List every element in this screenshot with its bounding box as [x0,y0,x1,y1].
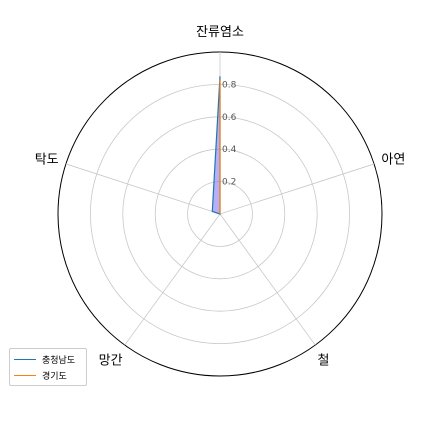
legend-item-1: 충청남도 [14,352,75,366]
tick-label-3: 0.6 [222,113,237,123]
axis-label-1: 잔류염소 [196,25,244,40]
radar-series [211,76,221,215]
legend: 충청남도 경기도 [9,348,87,386]
legend-item-2: 경기도 [14,368,67,382]
tick-label-2: 0.4 [222,145,237,155]
radial-ticks: 0.2 0.4 0.6 0.8 [222,80,237,187]
legend-swatch-1 [14,358,36,360]
legend-swatch-2 [14,374,36,376]
spoke-4 [124,213,221,346]
axis-label-4: 망간 [99,353,123,368]
axis-label-5: 탁도 [35,153,59,168]
axis-label-2: 아연 [381,153,405,168]
legend-label-1: 충청남도 [42,355,76,366]
tick-label-1: 0.2 [222,178,236,188]
radar-spokes [65,52,375,346]
tick-label-4: 0.8 [222,80,237,90]
spoke-5 [65,163,221,215]
spoke-2 [219,163,375,215]
axis-label-3: 철 [317,353,329,368]
legend-label-2: 경기도 [42,371,67,382]
spoke-3 [219,213,316,346]
